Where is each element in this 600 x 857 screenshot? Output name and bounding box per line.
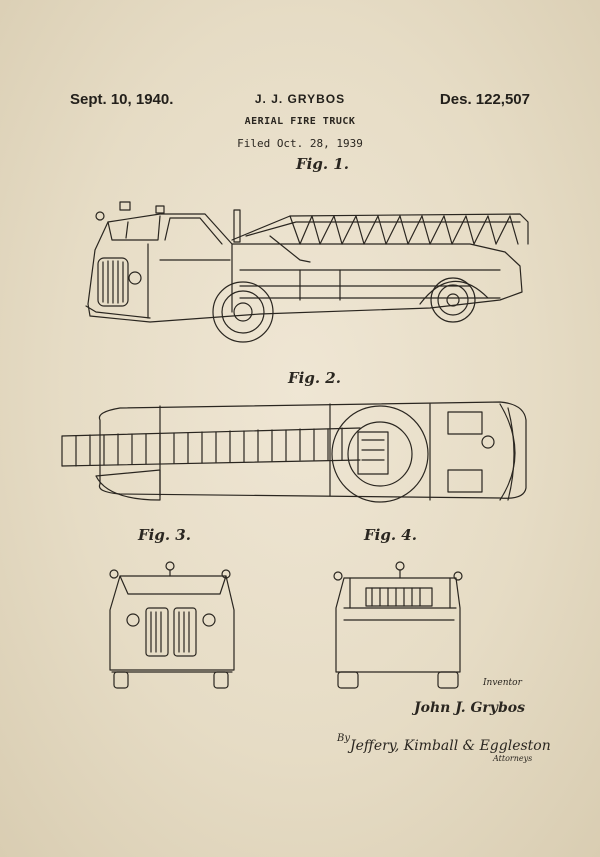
inventor-label: Inventor [483, 678, 522, 688]
fig-4-label: Fig. 4. [364, 526, 417, 544]
attorneys-signature: Jeffery, Kimball & Eggleston [350, 738, 551, 754]
fig-2-top-view-drawing [62, 402, 526, 502]
fig-2-label: Fig. 2. [288, 369, 341, 387]
design-number: Des. 122,507 [439, 91, 530, 108]
fig-1-label: Fig. 1. [296, 155, 349, 173]
inventor-signature: John J. Grybos [414, 700, 525, 716]
inventor-name: J. J. GRYBOS [254, 92, 346, 106]
patent-date: Sept. 10, 1940. [70, 91, 174, 108]
fig-1-side-view-drawing [86, 202, 528, 342]
fig-3-front-view-drawing [110, 562, 234, 688]
filed-date: Filed Oct. 28, 1939 [237, 137, 363, 150]
attorneys-label: Attorneys [493, 754, 533, 763]
fig-4-rear-view-drawing [334, 562, 462, 688]
by-label: By [337, 733, 350, 744]
patent-title: AERIAL FIRE TRUCK [244, 116, 356, 127]
fig-3-label: Fig. 3. [138, 526, 191, 544]
